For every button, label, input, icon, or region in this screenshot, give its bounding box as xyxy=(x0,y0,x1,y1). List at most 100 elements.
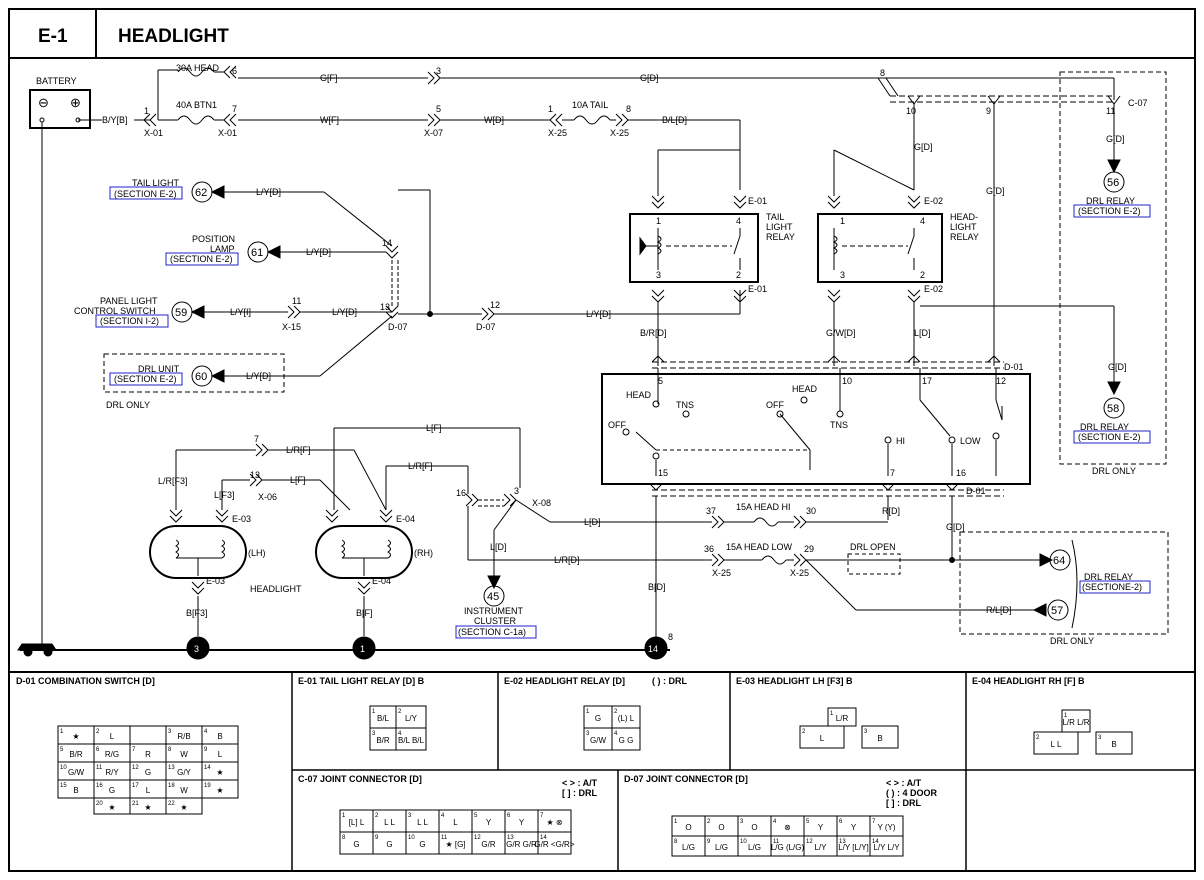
tail-light-relay: E-01 1 4 3 2 E-01 TAIL LIGHT RELAY xyxy=(629,149,795,303)
svg-text:1: 1 xyxy=(60,729,64,735)
svg-text:L/Y[I]: L/Y[I] xyxy=(230,307,251,317)
svg-text:O: O xyxy=(685,823,691,832)
svg-text:Y: Y xyxy=(851,823,857,832)
svg-text:L/Y[D]: L/Y[D] xyxy=(256,187,281,197)
svg-text:L[F3]: L[F3] xyxy=(214,490,235,500)
svg-text:2: 2 xyxy=(736,270,741,280)
d07-pin: 4⊗ xyxy=(770,815,805,837)
headlight-lh: (LH) xyxy=(149,525,266,579)
ref-62: TAIL LIGHT (SECTION E-2) 62 L/Y[D] xyxy=(109,178,324,203)
ground-14: 14 8 xyxy=(644,632,673,660)
svg-text:L: L xyxy=(453,818,458,827)
d07-pin: 13L/Y [L/Y] xyxy=(836,835,871,857)
ground-1: 1 xyxy=(352,636,376,660)
svg-text:L/G (L/G): L/G (L/G) xyxy=(771,843,805,852)
svg-text:(SECTION E-2): (SECTION E-2) xyxy=(114,189,177,199)
svg-text:G: G xyxy=(145,768,151,777)
svg-text:L/Y[D]: L/Y[D] xyxy=(586,309,611,319)
svg-text:O: O xyxy=(718,823,724,832)
svg-text:1: 1 xyxy=(548,104,553,114)
svg-text:L/G: L/G xyxy=(715,843,728,852)
svg-text:18: 18 xyxy=(168,783,175,789)
svg-text:12: 12 xyxy=(490,300,500,310)
drl-open-box xyxy=(847,553,901,575)
svg-text:11: 11 xyxy=(96,765,103,771)
svg-text:L/Y [L/Y]: L/Y [L/Y] xyxy=(838,843,869,852)
svg-text:L/R: L/R xyxy=(836,714,849,723)
svg-text:13: 13 xyxy=(168,765,175,771)
c07-pin: 6Y xyxy=(504,809,539,833)
svg-text:C-07: C-07 xyxy=(1128,98,1148,108)
svg-text:3: 3 xyxy=(514,486,519,496)
svg-text:RELAY: RELAY xyxy=(950,232,979,242)
svg-text:L/G: L/G xyxy=(748,843,761,852)
svg-text:DRL RELAY: DRL RELAY xyxy=(1086,196,1135,206)
ref-60: DRL UNIT (SECTION E-2) 60 L/Y[D] xyxy=(109,364,320,387)
svg-text:OFF: OFF xyxy=(766,400,784,410)
svg-text:11: 11 xyxy=(292,296,301,306)
svg-text:PANEL LIGHT: PANEL LIGHT xyxy=(100,296,158,306)
svg-text:16: 16 xyxy=(956,468,966,478)
svg-text:D-07: D-07 xyxy=(476,322,496,332)
svg-text:⊕: ⊕ xyxy=(70,95,81,110)
svg-text:22: 22 xyxy=(168,801,175,807)
svg-text:E-02: E-02 xyxy=(924,284,943,294)
d07-pin: 2O xyxy=(704,815,739,837)
c07-pin: 7★ ⊗ xyxy=(537,809,572,833)
svg-text:3: 3 xyxy=(436,66,441,76)
svg-text:20: 20 xyxy=(96,801,103,807)
d07-pin: 14L/Y L/Y xyxy=(869,835,904,857)
svg-text:G/W[D]: G/W[D] xyxy=(826,328,856,338)
svg-text:36: 36 xyxy=(704,544,714,554)
d07-title: D-07 JOINT CONNECTOR [D] xyxy=(624,774,748,784)
d07-pin: 6Y xyxy=(836,815,871,837)
d01-title: D-01 COMBINATION SWITCH [D] xyxy=(16,676,155,686)
svg-text:17: 17 xyxy=(132,783,139,789)
svg-text:G[D]: G[D] xyxy=(1106,134,1125,144)
c07-pin: 4L xyxy=(438,809,473,833)
svg-text:5: 5 xyxy=(474,813,478,819)
d07-pin: 3O xyxy=(737,815,772,837)
svg-text:X-25: X-25 xyxy=(610,128,629,138)
svg-text:D-01: D-01 xyxy=(1004,362,1024,372)
svg-text:14: 14 xyxy=(648,644,658,654)
svg-text:15: 15 xyxy=(60,783,67,789)
ref-58: 58 DRL RELAY (SECTION E-2) xyxy=(1073,397,1151,444)
svg-text:1: 1 xyxy=(1064,713,1068,719)
fuse-30a-icon xyxy=(177,67,215,77)
header-code: E-1 xyxy=(38,26,68,47)
svg-text:L[D]: L[D] xyxy=(914,328,931,338)
e04-pin: 3B xyxy=(1095,731,1133,755)
d07-pin: 8L/G xyxy=(671,835,706,857)
header-title: HEADLIGHT xyxy=(118,26,229,47)
svg-text:G[D]: G[D] xyxy=(986,186,1005,196)
svg-text:40A BTN1: 40A BTN1 xyxy=(176,100,217,110)
c07-pin: 1[L] L xyxy=(339,809,374,833)
svg-text:B[F]: B[F] xyxy=(356,608,373,618)
svg-text:B: B xyxy=(1111,740,1116,749)
svg-text:1: 1 xyxy=(840,216,845,226)
svg-text:45: 45 xyxy=(487,591,499,603)
svg-text:8: 8 xyxy=(674,839,678,845)
svg-text:7: 7 xyxy=(232,104,237,114)
e03-pin: 2L xyxy=(799,725,845,749)
svg-text:L/Y L/Y: L/Y L/Y xyxy=(873,843,900,852)
svg-text:5: 5 xyxy=(60,747,64,753)
svg-text:D-07: D-07 xyxy=(388,322,408,332)
svg-text:L/Y: L/Y xyxy=(814,843,827,852)
svg-text:3: 3 xyxy=(408,813,412,819)
combination-switch: D-01 5 10 17 12 HEAD TNS OFF HEAD OFF TN… xyxy=(601,355,1031,485)
svg-text:L L: L L xyxy=(417,818,428,827)
svg-text:G/R <G/R>: G/R <G/R> xyxy=(534,840,574,849)
svg-text:R: R xyxy=(145,750,151,759)
svg-text:D-01: D-01 xyxy=(966,486,986,496)
wiring-diagram: E-1 HEADLIGHT BATTERY ⊖ ⊕ B/Y[B] 1 X-01 … xyxy=(10,10,1194,870)
drl-only-box-left xyxy=(103,353,285,393)
svg-text:L[D]: L[D] xyxy=(490,542,507,552)
drl-only-box-top xyxy=(1059,71,1167,465)
svg-text:B/L B/L: B/L B/L xyxy=(398,736,424,745)
d07-pin: 12L/Y xyxy=(803,835,838,857)
